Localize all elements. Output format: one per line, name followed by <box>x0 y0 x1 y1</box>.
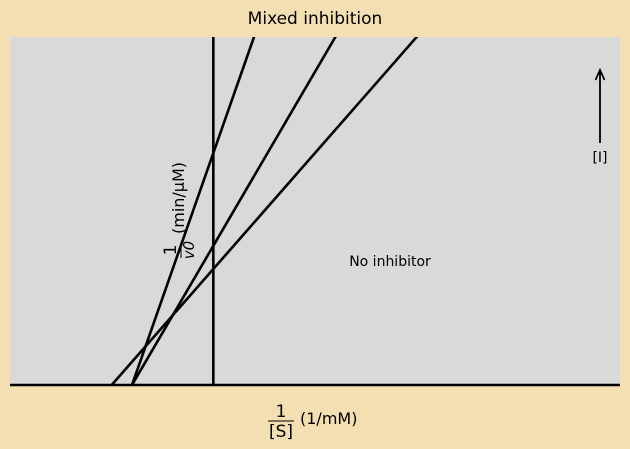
x-label-numerator: 1 <box>276 402 287 422</box>
inhibitor-label: [I] <box>592 150 607 166</box>
x-axis-label: 1 [S] (1/mM) <box>268 402 357 442</box>
no-inhibitor-label: No inhibitor <box>349 254 431 270</box>
y-label-numerator: 1 <box>161 245 181 256</box>
chart-title: Mixed inhibition <box>248 9 383 29</box>
x-label-denominator: [S] <box>269 422 293 442</box>
x-label-unit: (1/mM) <box>300 409 357 428</box>
y-label-unit: (min/μM) <box>169 162 188 234</box>
arrow-up-icon <box>594 67 606 81</box>
series-line-1 <box>110 37 419 385</box>
y-axis-label: 1 v0 (min/μM) <box>161 162 198 259</box>
y-label-denominator: v0 <box>180 241 198 259</box>
plot-area <box>10 37 620 385</box>
inhibitor-arrow <box>594 67 606 143</box>
